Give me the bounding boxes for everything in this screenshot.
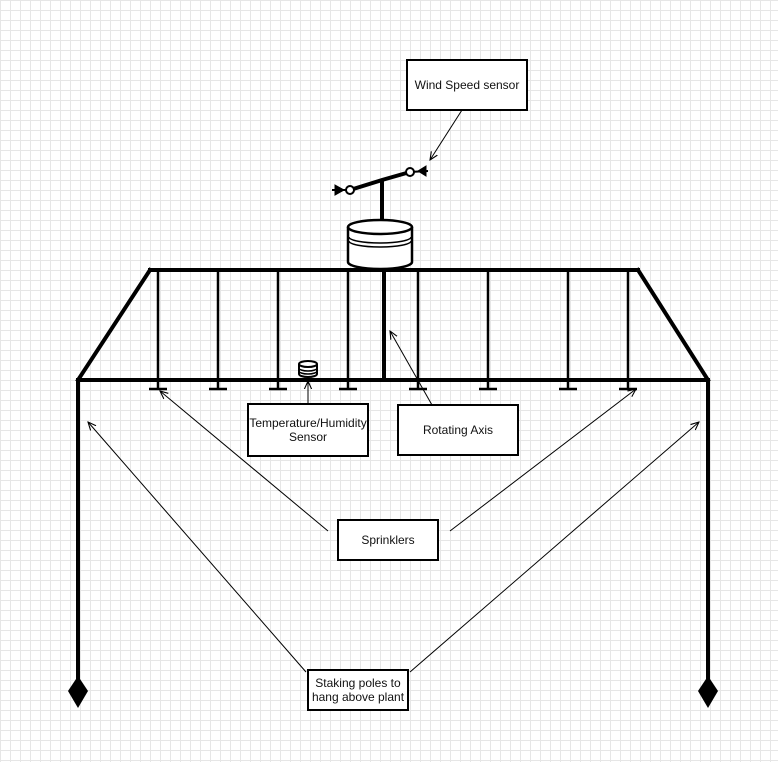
right-diagonal-beam — [635, 267, 711, 383]
rotating-axis-label: Rotating Axis — [397, 404, 519, 456]
wind-speed-sensor-text: Wind Speed sensor — [414, 78, 520, 92]
left-diagonal-beam — [75, 267, 153, 383]
arrow-sprinklers-right — [449, 389, 636, 532]
temperature-humidity-sensor-text: Temperature/Humidity Sensor — [249, 416, 367, 444]
rotating-hub — [346, 218, 414, 271]
rotating-axis-text: Rotating Axis — [422, 423, 494, 437]
staking-poles-label: Staking poles to hang above plant — [307, 669, 409, 711]
hangers — [156, 270, 630, 388]
sprinklers-text: Sprinklers — [361, 533, 415, 547]
sprinklers-label: Sprinklers — [337, 519, 439, 561]
left-stake-tip — [68, 676, 88, 708]
temperature-humidity-sensor-icon — [298, 360, 318, 378]
annotation-arrows — [88, 109, 699, 673]
wind-speed-sensor-label: Wind Speed sensor — [406, 59, 528, 111]
arrow-staking-right — [409, 422, 699, 673]
staking-poles — [68, 380, 718, 708]
wind-speed-sensor-icon — [332, 165, 429, 220]
temperature-humidity-sensor-label: Temperature/Humidity Sensor — [247, 403, 369, 457]
staking-poles-text: Staking poles to hang above plant — [311, 676, 405, 704]
frame — [75, 267, 711, 383]
right-stake-tip — [698, 676, 718, 708]
arrow-rotating-axis — [390, 331, 433, 406]
arrow-wind-sensor — [430, 109, 463, 160]
arrow-sprinklers-left — [160, 391, 329, 532]
arrow-staking-left — [88, 422, 307, 673]
